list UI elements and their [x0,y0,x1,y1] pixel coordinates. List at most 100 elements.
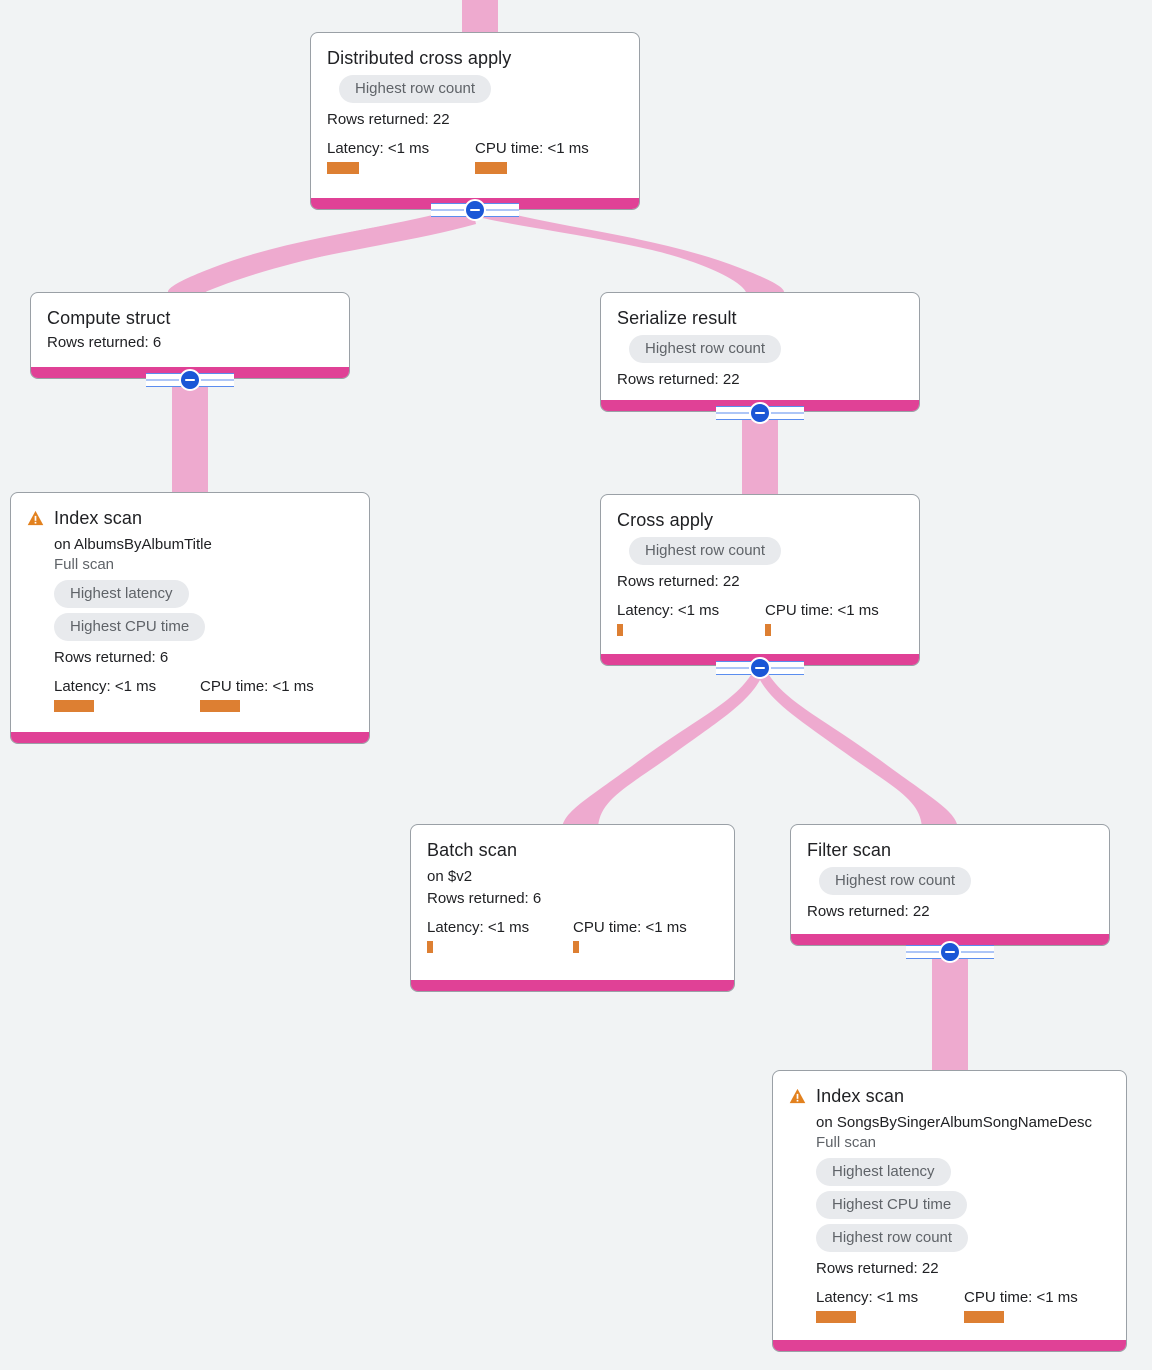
node-cross-apply[interactable]: Cross apply Highest row count Rows retur… [600,494,920,666]
edge-stub-top [462,0,498,36]
node-filter-scan[interactable]: Filter scan Highest row count Rows retur… [790,824,1110,946]
cpu-bar [964,1311,1004,1323]
collapse-toggle-distributed-cross-apply[interactable] [431,199,519,221]
cpu-label: CPU time: <1 ms [200,678,314,695]
latency-label: Latency: <1 ms [54,678,157,695]
node-header: Distributed cross apply [327,47,623,69]
rows-returned: Rows returned: 22 [617,371,740,388]
cpu-label: CPU time: <1 ms [475,140,589,157]
status-badge-latency: Highest latency [54,580,189,608]
scan-type: Full scan [54,556,115,573]
node-title: Index scan [54,508,143,528]
cpu-metric: CPU time: <1 ms [573,919,687,953]
node-header: Cross apply [617,509,903,531]
cpu-metric: CPU time: <1 ms [765,602,879,636]
latency-bar [816,1311,856,1323]
status-badge-cpu: Highest CPU time [54,613,206,641]
edge-root-to-compute-body [176,206,470,294]
node-title: Filter scan [807,840,892,860]
index-name: on SongsBySingerAlbumSongNameDesc [816,1114,1092,1131]
cpu-label: CPU time: <1 ms [964,1289,1078,1306]
badge-list: Highest row count [327,75,623,103]
latency-metric: Latency: <1 ms [427,919,529,953]
scan-source: on $v2 [427,868,473,885]
cpu-metric: CPU time: <1 ms [475,140,589,174]
minus-icon[interactable] [939,941,961,963]
node-header: Index scan [789,1085,1110,1107]
minus-icon[interactable] [464,199,486,221]
edge-crossapply-to-batchscan [562,666,764,830]
minus-icon[interactable] [749,402,771,424]
edge-compute-to-indexscan [172,378,208,500]
node-content: Compute struct Rows returned: 6 [31,293,349,369]
latency-metric: Latency: <1 ms [54,678,156,712]
node-index-scan-songs[interactable]: Index scan on SongsBySingerAlbumSongName… [772,1070,1127,1352]
node-content: Distributed cross apply Highest row coun… [311,33,639,190]
badge-list: Highest latency Highest CPU time [54,580,353,641]
node-footer-bar [411,980,734,991]
metrics: Latency: <1 ms CPU time: <1 ms [816,1289,1110,1323]
node-title: Index scan [816,1086,905,1106]
minus-icon[interactable] [179,369,201,391]
latency-metric: Latency: <1 ms [327,140,429,174]
node-title: Serialize result [617,308,737,328]
cpu-bar [765,624,771,636]
collapse-toggle-cross-apply[interactable] [716,657,804,679]
index-name: on AlbumsByAlbumTitle [54,536,212,553]
status-badge-latency: Highest latency [816,1158,951,1186]
node-content: Index scan on SongsBySingerAlbumSongName… [773,1071,1126,1339]
node-title: Cross apply [617,510,714,530]
node-title: Batch scan [427,840,518,860]
node-content: Cross apply Highest row count Rows retur… [601,495,919,652]
minus-icon[interactable] [749,657,771,679]
status-badge: Highest row count [819,867,972,895]
edge-filterscan-to-indexscan [932,948,968,1070]
cpu-label: CPU time: <1 ms [573,919,687,936]
cpu-bar [573,941,579,953]
latency-bar [617,624,623,636]
collapse-toggle-compute-struct[interactable] [146,369,234,391]
metrics: Latency: <1 ms CPU time: <1 ms [617,602,903,636]
badge-list: Highest latency Highest CPU time Highest… [816,1158,1110,1252]
collapse-toggle-serialize-result[interactable] [716,402,804,424]
latency-bar [427,941,433,953]
edge-root-to-compute [176,208,474,292]
metrics: Latency: <1 ms CPU time: <1 ms [427,919,718,953]
badge-list: Highest row count [617,537,903,565]
rows-returned: Rows returned: 22 [807,903,930,920]
edge-ribbon-right [474,205,784,292]
node-content: Serialize result Highest row count Rows … [601,293,919,406]
metrics: Latency: <1 ms CPU time: <1 ms [54,678,353,712]
latency-metric: Latency: <1 ms [816,1289,918,1323]
rows-returned: Rows returned: 22 [617,573,740,590]
scan-type: Full scan [816,1134,877,1151]
cpu-bar [200,700,240,712]
node-header: Batch scan [427,839,718,861]
node-batch-scan[interactable]: Batch scan on $v2 Rows returned: 6 Laten… [410,824,735,992]
collapse-toggle-filter-scan[interactable] [906,941,994,963]
node-distributed-cross-apply[interactable]: Distributed cross apply Highest row coun… [310,32,640,210]
status-badge-cpu: Highest CPU time [816,1191,968,1219]
status-badge-rows: Highest row count [816,1224,969,1252]
metrics: Latency: <1 ms CPU time: <1 ms [327,140,623,174]
cpu-metric: CPU time: <1 ms [964,1289,1078,1323]
node-title: Distributed cross apply [327,48,512,68]
latency-label: Latency: <1 ms [427,919,530,936]
badge-list: Highest row count [807,867,1093,895]
rows-returned: Rows returned: 6 [427,890,542,907]
node-header: Filter scan [807,839,1093,861]
node-content: Filter scan Highest row count Rows retur… [791,825,1109,938]
node-index-scan-albums[interactable]: Index scan on AlbumsByAlbumTitle Full sc… [10,492,370,744]
node-details: on SongsBySingerAlbumSongNameDesc Full s… [789,1113,1110,1323]
cpu-label: CPU time: <1 ms [765,602,879,619]
status-badge: Highest row count [629,537,782,565]
node-title: Compute struct [47,308,171,328]
cpu-bar [475,162,507,174]
latency-bar [327,162,359,174]
node-header: Index scan [27,507,353,529]
node-footer-bar [773,1340,1126,1351]
node-compute-struct[interactable]: Compute struct Rows returned: 6 [30,292,350,379]
node-serialize-result[interactable]: Serialize result Highest row count Rows … [600,292,920,412]
latency-label: Latency: <1 ms [816,1289,919,1306]
